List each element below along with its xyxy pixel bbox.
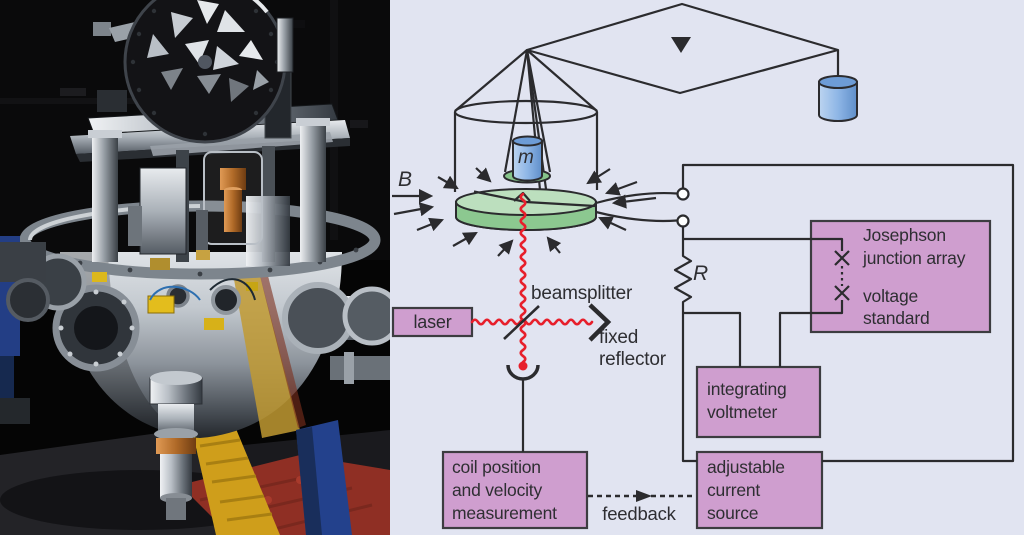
- fixed-reflector-label-1: fixed: [599, 327, 639, 348]
- feedback-label: feedback: [602, 503, 676, 524]
- resistor-symbol: [673, 252, 693, 313]
- current-source-box: [695, 450, 824, 530]
- apparatus-photo-panel: [0, 0, 390, 535]
- pivot-triangle: [671, 37, 691, 53]
- resistor-label: R: [693, 262, 708, 285]
- current-loop-wire: [681, 163, 1015, 463]
- coil-terminal-top: [676, 187, 690, 201]
- schematic-drawing: [391, 2, 1015, 530]
- interferometer: [470, 192, 612, 452]
- chamber-ports: [29, 253, 390, 384]
- laser-box: [391, 306, 474, 338]
- yellow-sensors: [92, 272, 258, 330]
- voltmeter-line-1: integrating: [707, 379, 787, 399]
- coil-disk: [455, 188, 597, 231]
- josephson-line-4: standard: [863, 308, 930, 328]
- laser-box-label: laser: [413, 312, 452, 332]
- vacuum-chamber: [19, 200, 381, 438]
- b-field-arrows: [392, 167, 657, 257]
- wheel-triangle-cutouts: [147, 0, 269, 102]
- laser-beam-vertical: [519, 192, 527, 364]
- resistor-source-wire: [681, 313, 697, 463]
- feedback-arrow: [588, 490, 695, 502]
- coil-measurement-line-2: and velocity: [452, 480, 543, 500]
- current-source-line-3: source: [707, 503, 759, 523]
- voltmeter-line-2: voltmeter: [707, 402, 778, 422]
- josephson-line-3: voltage: [863, 286, 919, 306]
- voltmeter-box: [695, 365, 822, 439]
- junction-x-bottom: [834, 285, 850, 301]
- circuit-wiring: [595, 163, 1015, 463]
- b-field-label: B: [398, 168, 412, 191]
- blue-supports: [0, 236, 352, 535]
- coil-terminal-bottom: [676, 214, 690, 228]
- fixed-reflector-mirror: [588, 303, 612, 342]
- josephson-bottom-wire: [778, 300, 844, 367]
- cage-top-ring: [453, 99, 599, 125]
- schematic-panel: B m R laser beamsplitter fixed reflector…: [390, 0, 1024, 535]
- coil-measurement-line-1: coil position: [452, 457, 541, 477]
- test-mass: [512, 135, 543, 182]
- coil-lead-top: [595, 191, 678, 205]
- beam-parallelogram: [525, 2, 840, 95]
- coil-measurement-line-3: measurement: [452, 503, 557, 523]
- resistor-voltmeter-wire: [683, 311, 742, 367]
- junction-x-top: [834, 250, 850, 266]
- fixed-reflector-label-2: reflector: [599, 349, 666, 370]
- coil-lead-bottom: [595, 210, 678, 223]
- balance-wheel: [93, 0, 294, 144]
- current-source-line-2: current: [707, 480, 761, 500]
- josephson-top-wire: [683, 237, 844, 251]
- balance-beam: [525, 2, 840, 95]
- detector-cup: [506, 364, 540, 381]
- josephson-line-1: Josephson: [863, 225, 946, 245]
- mass-label: m: [518, 147, 534, 168]
- beamsplitter-mirror: [503, 305, 540, 340]
- laser-beam-horizontal: [470, 318, 594, 326]
- detector-spot: [518, 361, 528, 371]
- coil-measurement-box: [441, 450, 589, 530]
- apparatus-photo: [0, 0, 390, 535]
- josephson-junctions: [834, 250, 850, 301]
- inner-instruments: [128, 151, 290, 270]
- current-source-line-1: adjustable: [707, 457, 785, 477]
- lower-instrument-stack: [149, 371, 203, 520]
- beamsplitter-label: beamsplitter: [531, 283, 633, 304]
- counterweight-mass: [818, 75, 858, 122]
- josephson-line-2: junction array: [863, 248, 966, 268]
